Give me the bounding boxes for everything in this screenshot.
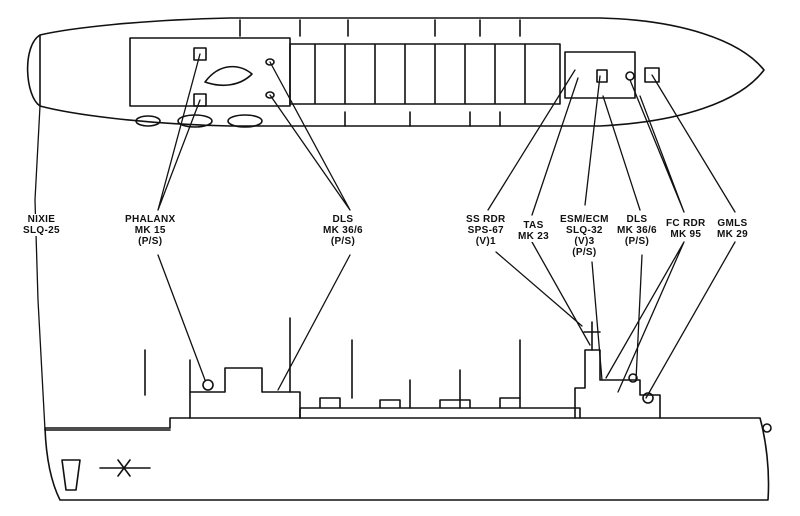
label-fc-rdr-line-1: FC RDR (666, 218, 706, 229)
label-nixie: NIXIE SLQ-25 (22, 214, 61, 236)
label-ss-rdr: SS RDR SPS-67 (V)1 (465, 214, 507, 247)
profile-fore-ring (762, 423, 772, 433)
label-dls-fwd: DLS MK 36/6 (P/S) (322, 214, 364, 247)
label-ss-rdr-line-2: SPS-67 (467, 225, 504, 236)
plan-deckhouse-aft (564, 51, 636, 99)
esm-ecm-leader (584, 75, 603, 381)
profile-masts (144, 317, 521, 409)
leader-lines (34, 53, 736, 431)
plan-phalanx-mount-stbd (193, 93, 207, 107)
plan-esm-box (596, 69, 608, 83)
dls-aft-leader (602, 95, 643, 381)
label-esm-ecm: ESM/ECM SLQ-32 (V)3 (P/S) (559, 214, 610, 258)
profile-aft-superstructure (574, 349, 661, 419)
profile-rudder (61, 459, 81, 491)
plan-view (26, 17, 765, 128)
profile-hull (44, 417, 770, 501)
label-nixie-line-1: NIXIE (27, 214, 56, 225)
plan-funnel-outline (204, 65, 253, 87)
plan-fc-radar (625, 71, 635, 81)
profile-phalanx (202, 379, 214, 391)
label-esm-ecm-line-1: ESM/ECM (560, 214, 609, 225)
label-phalanx-line-2: MK 15 (134, 225, 166, 236)
label-tas-line-1: TAS (523, 220, 544, 231)
label-dls-fwd-line-1: DLS (332, 214, 354, 225)
tas-leader (531, 77, 591, 346)
label-dls-aft: DLS MK 36/6 (P/S) (616, 214, 658, 247)
profile-propeller (99, 459, 151, 477)
label-fc-rdr-line-2: MK 95 (670, 229, 702, 240)
plan-masts (239, 19, 521, 127)
label-esm-ecm-line-3: (V)3 (574, 236, 595, 247)
plan-cargo-deck (289, 43, 561, 105)
label-ss-rdr-line-1: SS RDR (466, 214, 506, 225)
plan-dls-fwd-port (265, 58, 275, 66)
label-tas-line-2: MK 23 (518, 231, 549, 242)
profile-view (44, 317, 772, 501)
label-gmls: GMLS MK 29 (716, 218, 749, 240)
plan-boat-3 (227, 114, 263, 128)
label-ss-rdr-line-3: (V)1 (475, 236, 496, 247)
label-nixie-line-2: SLQ-25 (23, 225, 60, 236)
dls-fwd-leader (269, 61, 351, 391)
label-phalanx: PHALANX MK 15 (P/S) (124, 214, 177, 247)
label-dls-fwd-line-2: MK 36/6 (323, 225, 363, 236)
label-tas: TAS MK 23 (517, 220, 550, 242)
phalanx-leader (157, 53, 206, 381)
plan-gmls-launcher (644, 67, 660, 83)
plan-dls-fwd-stbd (265, 91, 275, 99)
plan-phalanx-mount-port (193, 47, 207, 61)
label-fc-rdr: FC RDR MK 95 (665, 218, 707, 240)
label-esm-ecm-line-2: SLQ-32 (565, 225, 603, 236)
profile-deck-equipment (299, 397, 581, 419)
plan-hull-outline (26, 17, 765, 127)
label-phalanx-line-3: (P/S) (138, 236, 163, 247)
gmls-leader (645, 74, 736, 399)
fc-rdr-leader (605, 79, 685, 393)
plan-boat-1 (135, 115, 161, 127)
nixie-leader (34, 105, 46, 431)
profile-fc-radar (628, 373, 638, 383)
label-gmls-line-1: GMLS (717, 218, 748, 229)
plan-boat-2 (177, 114, 213, 128)
label-dls-aft-line-3: (P/S) (624, 236, 650, 247)
label-dls-aft-line-2: MK 36/6 (617, 225, 657, 236)
profile-gmls (642, 392, 654, 404)
label-dls-aft-line-1: DLS (626, 214, 648, 225)
label-esm-ecm-line-4: (P/S) (572, 247, 597, 258)
label-dls-fwd-line-3: (P/S) (330, 236, 356, 247)
label-gmls-line-2: MK 29 (717, 229, 748, 240)
profile-fwd-superstructure (189, 367, 301, 419)
label-phalanx-line-1: PHALANX (125, 214, 176, 225)
ss-rdr-leader (487, 69, 583, 327)
